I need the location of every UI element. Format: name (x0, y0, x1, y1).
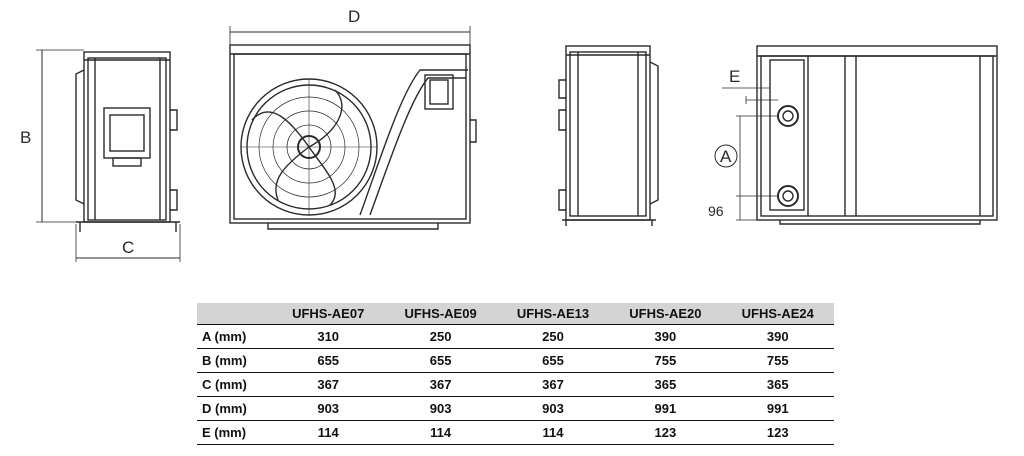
table-cell: 390 (721, 324, 834, 349)
table-cell: 310 (272, 324, 385, 349)
dimension-c-label: C (122, 238, 134, 257)
table-cell: 903 (272, 396, 385, 421)
table-cell: 655 (272, 348, 385, 373)
table-cell: 991 (721, 396, 834, 421)
header-cell: UFHS-AE07 (272, 303, 385, 325)
table-cell: 655 (496, 348, 610, 373)
header-cell: UFHS-AE13 (496, 303, 610, 325)
row-label: C (mm) (197, 372, 272, 397)
table-cell: 250 (496, 324, 610, 349)
table-cell: 365 (609, 372, 722, 397)
table-cell: 114 (384, 420, 497, 445)
table-row: E (mm) 114 114 114 123 123 (197, 420, 834, 445)
table-cell: 123 (721, 420, 834, 445)
row-label: E (mm) (197, 420, 272, 445)
table-cell: 903 (384, 396, 497, 421)
dimension-e-label: E (729, 67, 740, 86)
table-row: C (mm) 367 367 367 365 365 (197, 372, 834, 397)
table-cell: 903 (496, 396, 610, 421)
table-cell: 755 (609, 348, 722, 373)
header-cell (197, 303, 272, 325)
table-cell: 250 (384, 324, 497, 349)
header-cell: UFHS-AE09 (384, 303, 497, 325)
table-row: B (mm) 655 655 655 755 755 (197, 348, 834, 373)
table-cell: 367 (384, 372, 497, 397)
table-cell: 114 (496, 420, 610, 445)
table-cell: 365 (721, 372, 834, 397)
row-label: D (mm) (197, 396, 272, 421)
table-row: A (mm) 310 250 250 390 390 (197, 324, 834, 349)
table-cell: 367 (496, 372, 610, 397)
table-cell: 123 (609, 420, 722, 445)
table-cell: 114 (272, 420, 385, 445)
right-side-view (558, 45, 659, 226)
table-cell: 655 (384, 348, 497, 373)
row-label: A (mm) (197, 324, 272, 349)
left-side-view (36, 49, 181, 262)
dimension-96-label: 96 (708, 203, 724, 219)
dimension-b-label: B (20, 128, 31, 147)
table-header-row: UFHS-AE07 UFHS-AE09 UFHS-AE13 UFHS-AE20 … (197, 303, 834, 325)
row-label: B (mm) (197, 348, 272, 373)
table-cell: 390 (609, 324, 722, 349)
table-cell: 755 (721, 348, 834, 373)
front-view (229, 26, 477, 230)
table-cell: 367 (272, 372, 385, 397)
table-row: D (mm) 903 903 903 991 991 (197, 396, 834, 421)
rear-view (714, 45, 998, 225)
dimension-d-label: D (348, 7, 360, 26)
dimension-table: UFHS-AE07 UFHS-AE09 UFHS-AE13 UFHS-AE20 … (197, 303, 834, 445)
table-cell: 991 (609, 396, 722, 421)
header-cell: UFHS-AE20 (609, 303, 722, 325)
header-cell: UFHS-AE24 (721, 303, 834, 325)
dimension-a-label: A (720, 147, 732, 166)
dimension-drawing: B C D E A 96 (20, 7, 998, 262)
